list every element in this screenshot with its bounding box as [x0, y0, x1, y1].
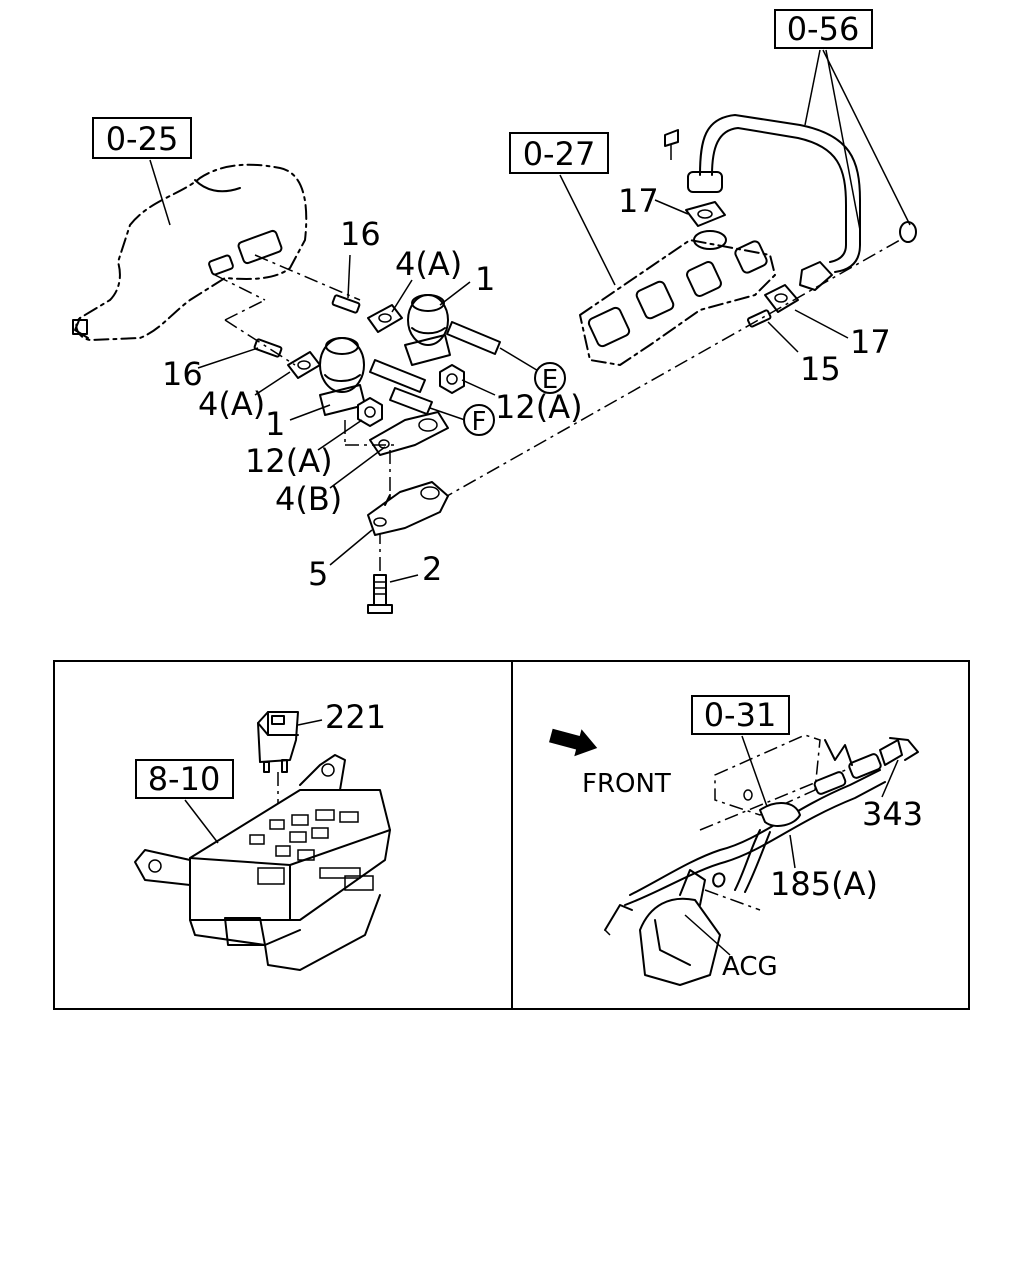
- egr-valve-1-top: [404, 294, 451, 366]
- gasket-4a-left: [287, 351, 321, 379]
- leader-185a: [789, 834, 796, 869]
- nut-12a-right: [439, 364, 465, 394]
- callout-17-right: 17: [850, 323, 891, 361]
- ref-label-0-31: 0-31: [704, 696, 777, 734]
- leader-0-31: [741, 735, 771, 816]
- ref-label-0-56: 0-56: [787, 10, 860, 48]
- callout-12a-right: 12(A): [495, 388, 583, 426]
- callout-1-left: 1: [265, 405, 285, 443]
- leader-0-27: [559, 174, 616, 286]
- callout-185a: 185(A): [770, 865, 878, 903]
- leader-17-top: [654, 199, 689, 215]
- relay-box-panel: 221: [134, 698, 391, 971]
- bolt-2: [367, 574, 393, 614]
- ref-box-0-25[interactable]: 0-25: [92, 117, 192, 159]
- leader-343: [881, 759, 899, 798]
- leader-0-25: [149, 159, 171, 226]
- leader-0-56-b: [822, 49, 911, 226]
- leader-17-right: [794, 309, 849, 339]
- gasket-17-right: [764, 284, 799, 313]
- relay-221: [257, 711, 299, 773]
- svg-text:E: E: [542, 365, 558, 395]
- stud-16-left: [253, 338, 283, 358]
- callout-16-top: 16: [340, 215, 381, 253]
- leader-0-56-c: [825, 49, 861, 231]
- leader-0-56-a: [804, 49, 821, 126]
- marker-e: E: [534, 362, 566, 395]
- egr-valve-1-left: [319, 337, 366, 416]
- callout-2: 2: [422, 550, 442, 588]
- leader-1-left: [289, 404, 331, 421]
- leader-4b: [329, 446, 386, 489]
- gasket-4a-top: [367, 304, 403, 333]
- callout-17-top: 17: [618, 182, 659, 220]
- exhaust-manifold: [579, 230, 776, 366]
- callout-16-left: 16: [162, 355, 203, 393]
- ref-label-8-10: 8-10: [148, 760, 221, 798]
- svg-text:F: F: [472, 407, 487, 437]
- ref-label-0-25: 0-25: [106, 120, 179, 158]
- nut-12a-left: [357, 397, 383, 427]
- gasket-4b: [369, 411, 449, 456]
- leader-2: [389, 574, 419, 583]
- leader-acg: [684, 914, 731, 956]
- adapter-5: [367, 481, 449, 536]
- marker-f: F: [463, 404, 495, 437]
- leader-4a-top: [391, 279, 413, 313]
- intake-pipe: [72, 163, 308, 341]
- alternator-harness: [604, 734, 919, 986]
- stud-16-top: [331, 294, 361, 314]
- gasket-17-top: [685, 201, 726, 227]
- leader-4a-left: [254, 371, 291, 396]
- leader-1-top: [439, 281, 471, 306]
- ref-box-0-56[interactable]: 0-56: [774, 9, 873, 49]
- callout-4a-top: 4(A): [395, 245, 462, 283]
- leader-16-left: [197, 347, 259, 369]
- centerline-manifold: [439, 239, 901, 501]
- leader-8-10: [184, 799, 219, 844]
- ref-box-0-31[interactable]: 0-31: [691, 695, 790, 735]
- front-arrow-icon: [549, 728, 598, 757]
- egr-pipe: [664, 114, 917, 291]
- ref-label-0-27: 0-27: [523, 135, 596, 173]
- leader-221: [297, 719, 323, 726]
- callout-acg: ACG: [722, 952, 778, 982]
- ref-box-8-10[interactable]: 8-10: [135, 759, 234, 799]
- callout-12a-left: 12(A): [245, 442, 333, 480]
- leader-16-top: [347, 254, 351, 299]
- callout-1-top: 1: [475, 260, 495, 298]
- callout-343: 343: [862, 795, 923, 833]
- callout-15: 15: [800, 350, 841, 388]
- front-label: FRONT: [582, 769, 671, 799]
- leader-12a-right: [461, 379, 496, 396]
- callout-5: 5: [308, 555, 328, 593]
- callout-4a-left: 4(A): [198, 385, 265, 423]
- ref-box-0-27[interactable]: 0-27: [509, 132, 609, 174]
- leader-15: [767, 321, 799, 353]
- leader-5: [329, 529, 373, 566]
- leader-12a-left: [317, 419, 363, 451]
- callout-221: 221: [325, 698, 386, 736]
